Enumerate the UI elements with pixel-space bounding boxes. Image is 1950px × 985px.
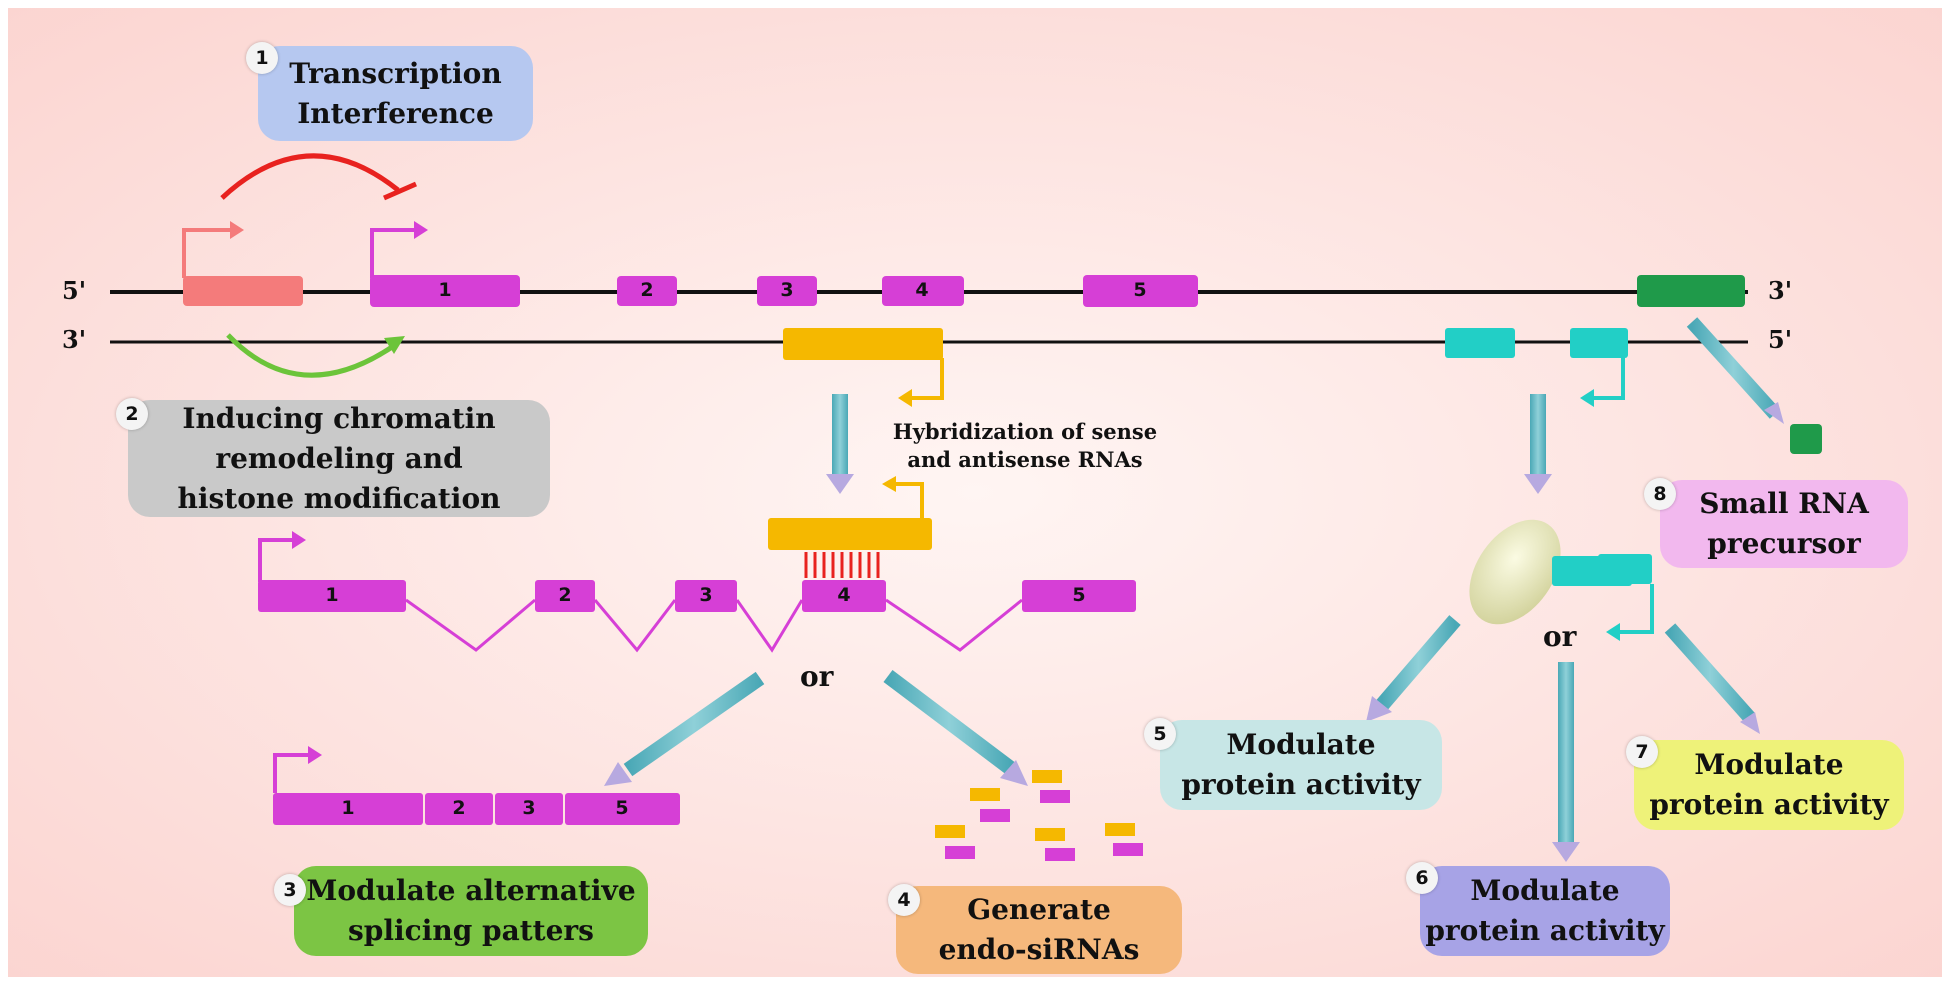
pre-mrna-exon-4 [802, 580, 886, 612]
badge-6: 6 [1406, 862, 1438, 894]
promoter-arrow-antisense [182, 228, 230, 278]
strand-label-bottom-right: 5' [1768, 325, 1793, 354]
arrow-to-protein-5 [1376, 615, 1461, 710]
antisense-promoter-cyan [1594, 358, 1625, 400]
arrow-to-sirna [883, 670, 1015, 774]
promoter-arrow-sense [370, 228, 414, 278]
arrow-to-protein-6 [1558, 662, 1574, 842]
pre-mrna-exon-3 [675, 580, 737, 612]
or-label-protein: or [1543, 620, 1577, 653]
pre-mrna-exon-5-label: 5 [1072, 584, 1086, 606]
box-small-rna-precursor: Small RNA precursor [1660, 480, 1908, 568]
base-pairing-lines [804, 552, 880, 578]
antisense-rna-cyan-2 [1570, 328, 1628, 358]
arrow-shaft-cyan [1530, 394, 1546, 474]
exon-3 [757, 276, 817, 306]
small-rna-product [1790, 424, 1822, 454]
intron-1 [405, 598, 536, 652]
spliced-exon-2-label: 2 [452, 797, 466, 819]
spliced-exon-3 [495, 793, 563, 825]
spliced-exon-3-label: 3 [522, 797, 536, 819]
strand-label-top-left: 5' [62, 276, 87, 305]
sirna-duplexes [935, 770, 1143, 861]
exon-4 [882, 276, 964, 306]
badge-3: 3 [274, 874, 306, 906]
badge-8: 8 [1644, 478, 1676, 510]
spliced-exon-1-label: 1 [341, 797, 355, 819]
small-rna-gene [1637, 275, 1745, 307]
pre-mrna-promoter [258, 538, 292, 582]
intron-3 [735, 599, 804, 653]
arrow-to-protein-7 [1664, 623, 1756, 723]
exon-1-label: 1 [438, 279, 452, 301]
spliced-exon-5 [565, 793, 680, 825]
cyan-rna-bound-2 [1598, 554, 1652, 584]
inhibition-bar [382, 181, 418, 201]
hybrid-orange-rna [768, 518, 932, 550]
box-protein-activity-7: Modulate protein activity [1634, 740, 1904, 830]
arrow-shaft-hybrid [832, 394, 848, 474]
spliced-promoter [273, 753, 308, 793]
box-transcription-interference: Transcription Interference [258, 46, 533, 141]
badge-7: 7 [1626, 736, 1658, 768]
pre-mrna-exon-3-label: 3 [699, 584, 713, 606]
pre-mrna-exon-5 [1022, 580, 1136, 612]
exon-4-label: 4 [915, 279, 929, 301]
badge-2: 2 [116, 398, 148, 430]
pre-mrna-exon-1-label: 1 [325, 584, 339, 606]
inhibition-arc [220, 153, 400, 200]
antisense-promoter-orange [912, 358, 944, 400]
ribosome [1469, 519, 1561, 625]
antisense-rna-orange [783, 328, 943, 360]
badge-4: 4 [888, 884, 920, 916]
arrow-to-splicing [623, 671, 765, 777]
promoter-block [183, 276, 303, 306]
hybridization-label: Hybridization of sense and antisense RNA… [892, 419, 1158, 472]
or-label-splicing: or [800, 660, 834, 693]
pre-mrna-exon-2-label: 2 [558, 584, 572, 606]
arrow-head-hybrid [826, 474, 854, 494]
intron-2 [593, 599, 677, 653]
pre-mrna-exon-2 [535, 580, 595, 612]
strand-label-top-right: 3' [1768, 276, 1793, 305]
box-protein-activity-6: Modulate protein activity [1420, 866, 1670, 956]
arrow-head-cyan [1524, 474, 1552, 494]
box-alternative-splicing: Modulate alternative splicing patters [294, 866, 648, 956]
exon-3-label: 3 [780, 279, 794, 301]
strand-label-bottom-left: 3' [62, 325, 87, 354]
spliced-exon-2 [425, 793, 493, 825]
spliced-exon-1 [273, 793, 423, 825]
exon-2-label: 2 [640, 279, 654, 301]
intron-4 [885, 598, 1023, 652]
arrow-shaft-smallrna [1686, 317, 1781, 419]
pre-mrna-exon-4-label: 4 [837, 584, 851, 606]
badge-5: 5 [1144, 718, 1176, 750]
exon-2 [617, 276, 677, 306]
spliced-exon-5-label: 5 [615, 797, 629, 819]
badge-1: 1 [246, 42, 278, 74]
activation-arc [226, 333, 397, 378]
exon-5-label: 5 [1133, 279, 1147, 301]
pre-mrna-exon-1 [258, 580, 406, 612]
box-protein-activity-5: Modulate protein activity [1160, 720, 1442, 810]
exon-5 [1083, 275, 1198, 307]
box-chromatin-remodeling: Inducing chromatin remodeling and histon… [128, 400, 550, 517]
box-endo-sirnas: Generate endo-siRNAs [896, 886, 1182, 974]
antisense-rna-cyan-1 [1445, 328, 1515, 358]
exon-1 [370, 275, 520, 307]
